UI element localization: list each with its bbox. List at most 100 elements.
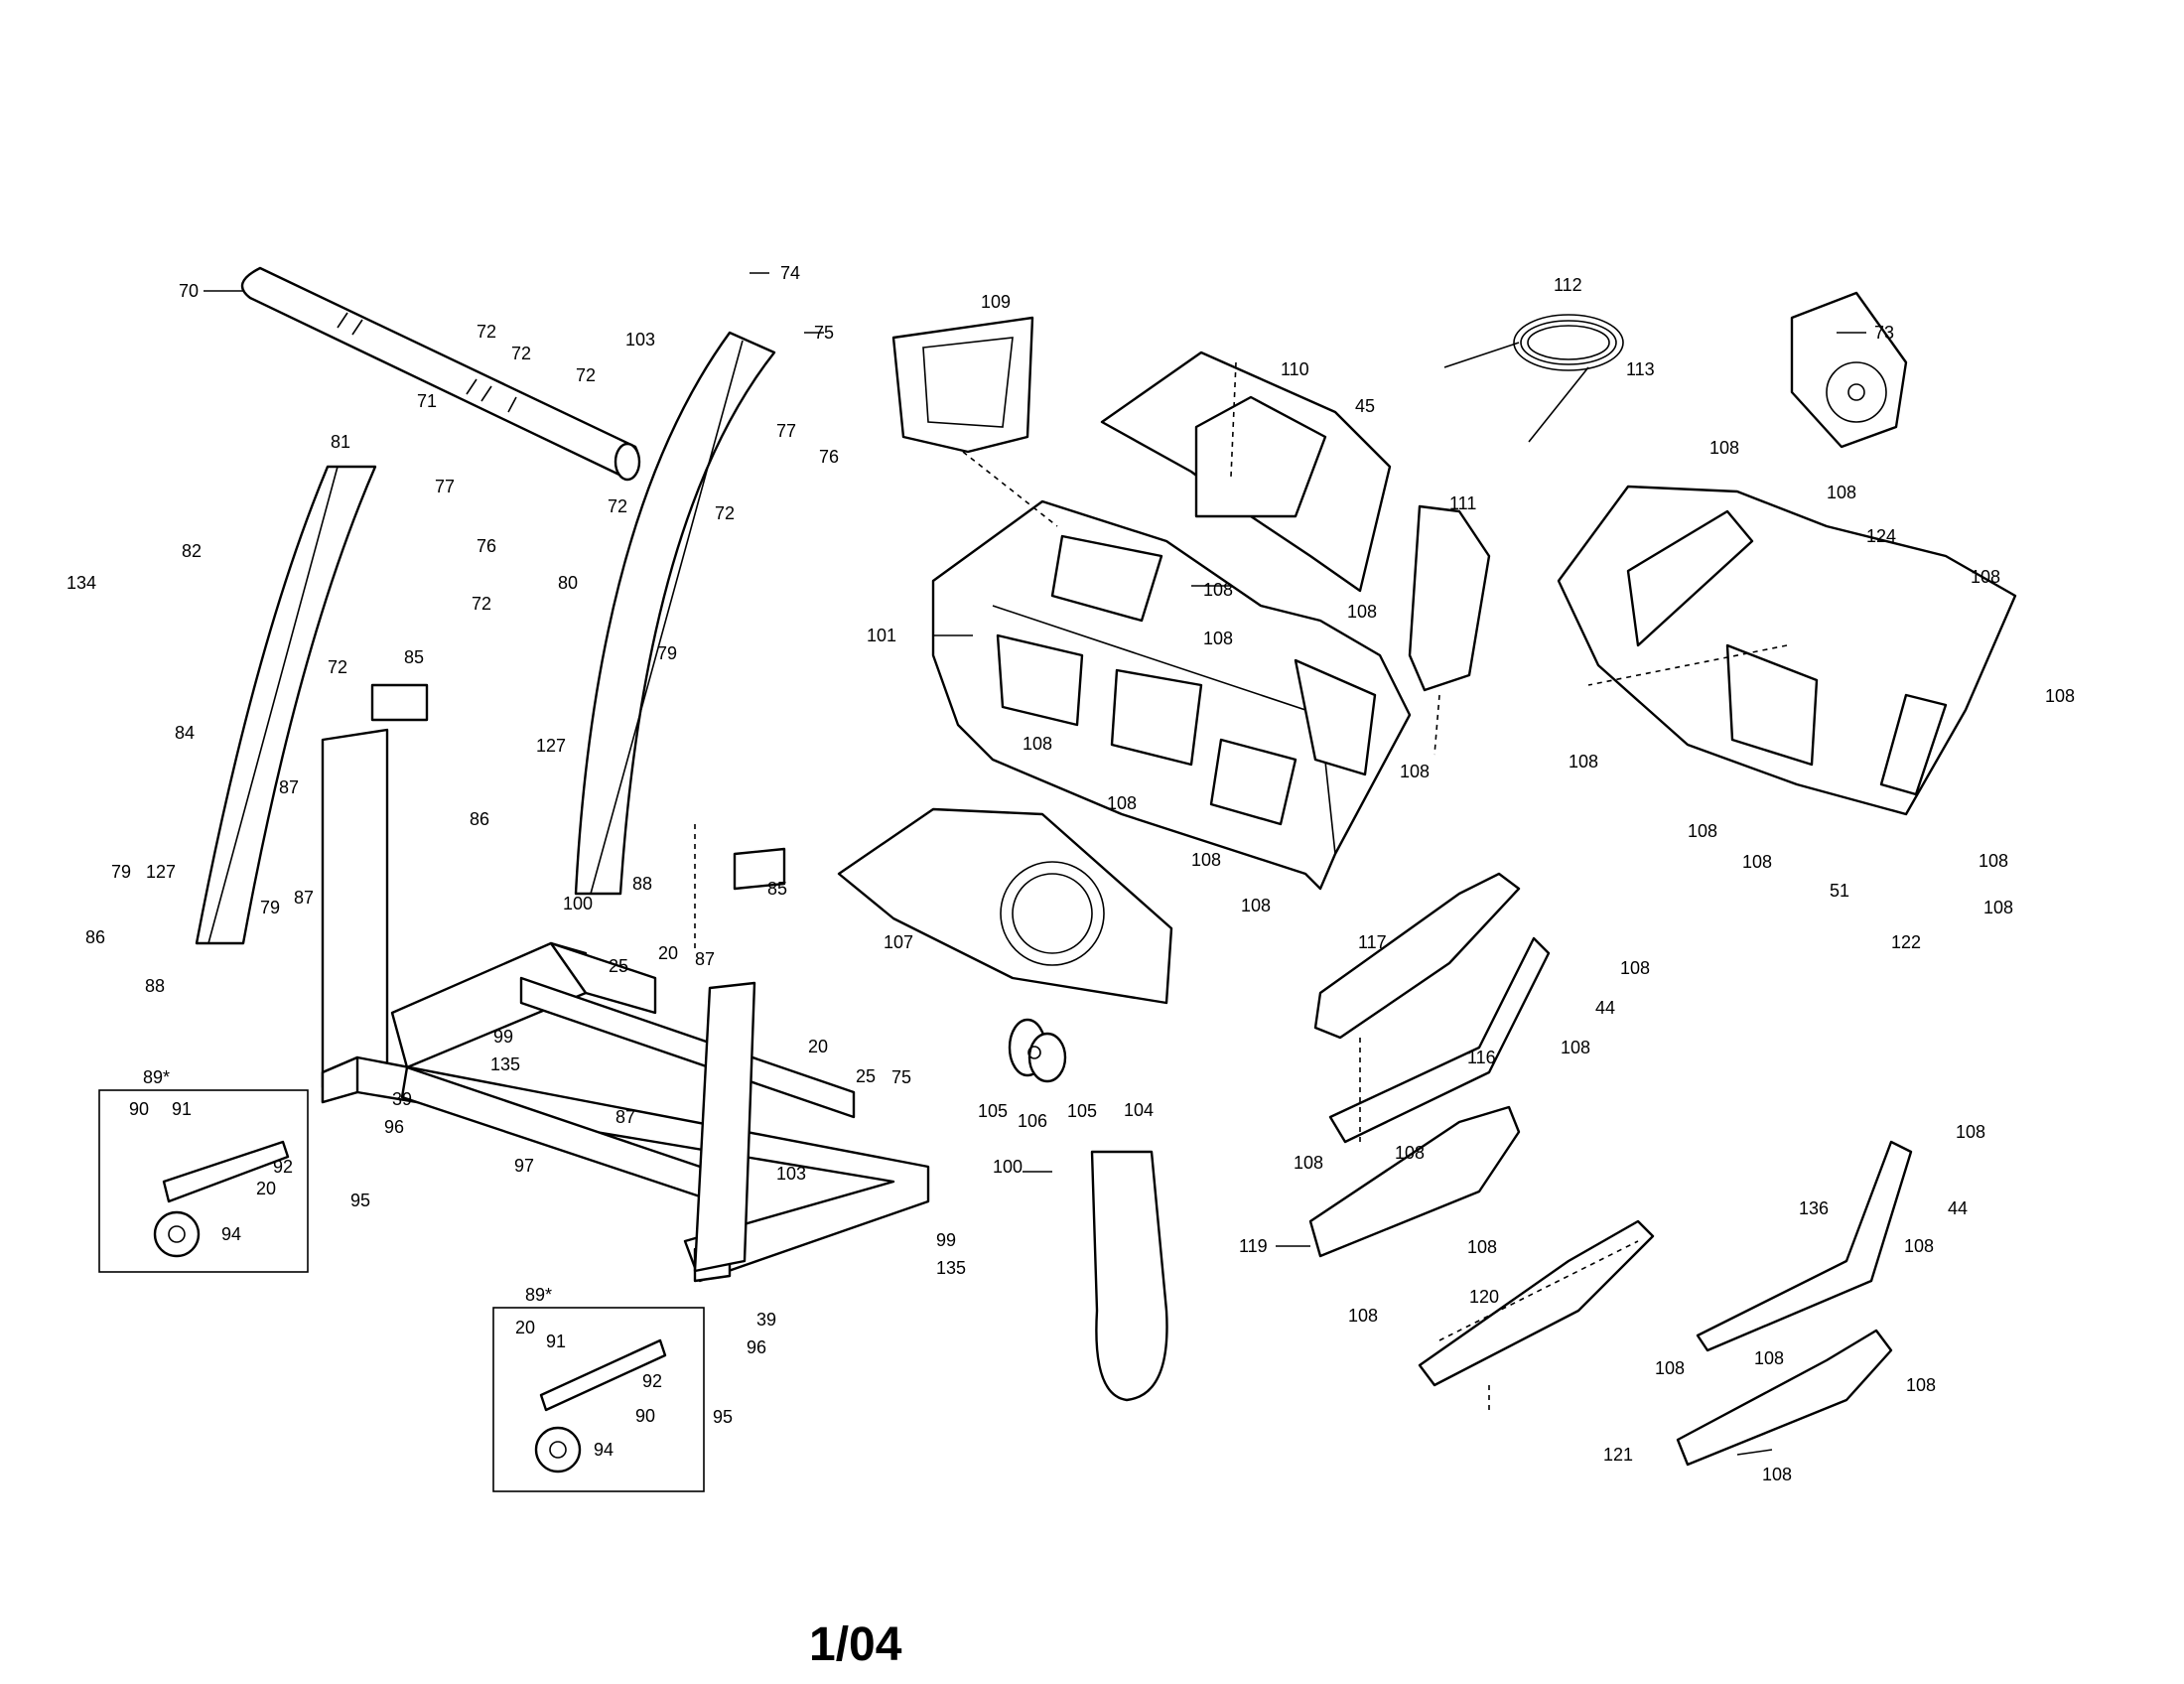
label-72b: 72 (511, 344, 531, 363)
label-84: 84 (175, 723, 195, 743)
label-75b: 75 (891, 1067, 911, 1087)
cable-coil (1443, 314, 1624, 443)
label-124: 124 (1866, 526, 1896, 546)
label-108b: 108 (1827, 483, 1856, 502)
label-76b: 76 (477, 536, 496, 556)
label-87a: 87 (279, 777, 299, 797)
wheel-assembly-right (492, 1307, 705, 1492)
label-103b: 103 (776, 1164, 806, 1184)
handrail-tube (240, 266, 641, 482)
left-bracket-plate (321, 683, 429, 1089)
label-79b: 79 (111, 862, 131, 882)
label-109: 109 (981, 292, 1011, 312)
label-87b: 87 (294, 888, 314, 908)
label-108aa: 108 (1754, 1348, 1784, 1368)
label-72d: 72 (608, 496, 627, 516)
label-77b: 77 (435, 477, 455, 496)
label-96a: 96 (384, 1117, 404, 1137)
label-82: 82 (182, 541, 202, 561)
label-108q: 108 (1241, 896, 1271, 915)
label-88a: 88 (632, 874, 652, 894)
label-86a: 86 (470, 809, 489, 829)
label-86b: 86 (85, 927, 105, 947)
label-108ac: 108 (1762, 1465, 1792, 1484)
label-20b: 20 (808, 1037, 828, 1056)
label-108a: 108 (1709, 438, 1739, 458)
label-72c: 72 (576, 365, 596, 385)
label-107: 107 (884, 932, 913, 952)
label-108p: 108 (1191, 850, 1221, 870)
label-108ab: 108 (1906, 1375, 1936, 1395)
console-base (931, 499, 1412, 891)
label-101: 101 (867, 626, 896, 645)
label-117: 117 (1358, 932, 1387, 952)
label-92b: 92 (642, 1371, 662, 1391)
label-103a: 103 (625, 330, 655, 350)
label-72g: 72 (328, 657, 347, 677)
label-91a: 91 (172, 1099, 192, 1119)
label-112: 112 (1554, 275, 1582, 295)
cd-case (1790, 291, 1908, 449)
label-127a: 127 (536, 736, 566, 756)
motor-hood (837, 807, 1173, 1005)
label-44b: 44 (1948, 1198, 1968, 1218)
label-72a: 72 (477, 322, 496, 342)
right-upright (574, 331, 776, 896)
label-136: 136 (1799, 1198, 1829, 1218)
right-frame-upright (693, 847, 786, 1273)
label-75a: 75 (814, 323, 834, 343)
label-77a: 77 (776, 421, 796, 441)
label-20a: 20 (658, 943, 678, 963)
side-tray (1408, 504, 1491, 692)
label-108s: 108 (1561, 1038, 1590, 1057)
leader-lines (204, 272, 1866, 1456)
label-104: 104 (1124, 1100, 1154, 1120)
label-91b: 91 (546, 1332, 566, 1351)
label-108h: 108 (1979, 851, 2008, 871)
label-88b: 88 (145, 976, 165, 996)
label-44a: 44 (1595, 998, 1615, 1018)
label-108u: 108 (1395, 1143, 1425, 1163)
label-120: 120 (1469, 1287, 1499, 1307)
label-108m: 108 (1023, 734, 1052, 754)
label-73: 73 (1874, 323, 1894, 343)
label-51: 51 (1830, 881, 1849, 901)
label-72e: 72 (715, 503, 735, 523)
label-134: 134 (67, 573, 96, 593)
page-number: 1/04 (809, 1618, 902, 1671)
label-71: 71 (417, 391, 437, 411)
label-108v: 108 (1467, 1237, 1497, 1257)
drive-belt (1090, 1150, 1168, 1402)
label-100a: 100 (563, 894, 593, 913)
accessory-tray (891, 316, 1034, 454)
label-127b: 127 (146, 862, 176, 882)
wheel-assembly-left (98, 1089, 309, 1273)
label-135b: 135 (936, 1258, 966, 1278)
label-87c: 87 (695, 949, 715, 969)
label-96b: 96 (747, 1337, 766, 1357)
label-108o: 108 (1107, 793, 1137, 813)
label-87d: 87 (615, 1107, 635, 1127)
label-100b: 100 (993, 1157, 1023, 1177)
label-108r: 108 (1620, 958, 1650, 978)
label-111: 111 (1449, 493, 1476, 513)
label-108z: 108 (1655, 1358, 1685, 1378)
label-90a: 90 (129, 1099, 149, 1119)
label-108y: 108 (1904, 1236, 1934, 1256)
label-85b: 85 (767, 879, 787, 899)
label-105a: 105 (978, 1101, 1008, 1121)
label-20d: 20 (515, 1318, 535, 1337)
label-25a: 25 (609, 956, 628, 976)
label-79c: 79 (260, 898, 280, 917)
label-108j: 108 (1203, 580, 1233, 600)
label-108d: 108 (2045, 686, 2075, 706)
label-99b: 99 (936, 1230, 956, 1250)
label-39b: 39 (756, 1310, 776, 1330)
label-92a: 92 (273, 1157, 293, 1177)
label-74: 74 (780, 263, 800, 283)
label-80: 80 (558, 573, 578, 593)
label-106: 106 (1018, 1111, 1047, 1131)
label-95a: 95 (350, 1191, 370, 1210)
base-frame (321, 941, 930, 1283)
label-122: 122 (1891, 932, 1921, 952)
